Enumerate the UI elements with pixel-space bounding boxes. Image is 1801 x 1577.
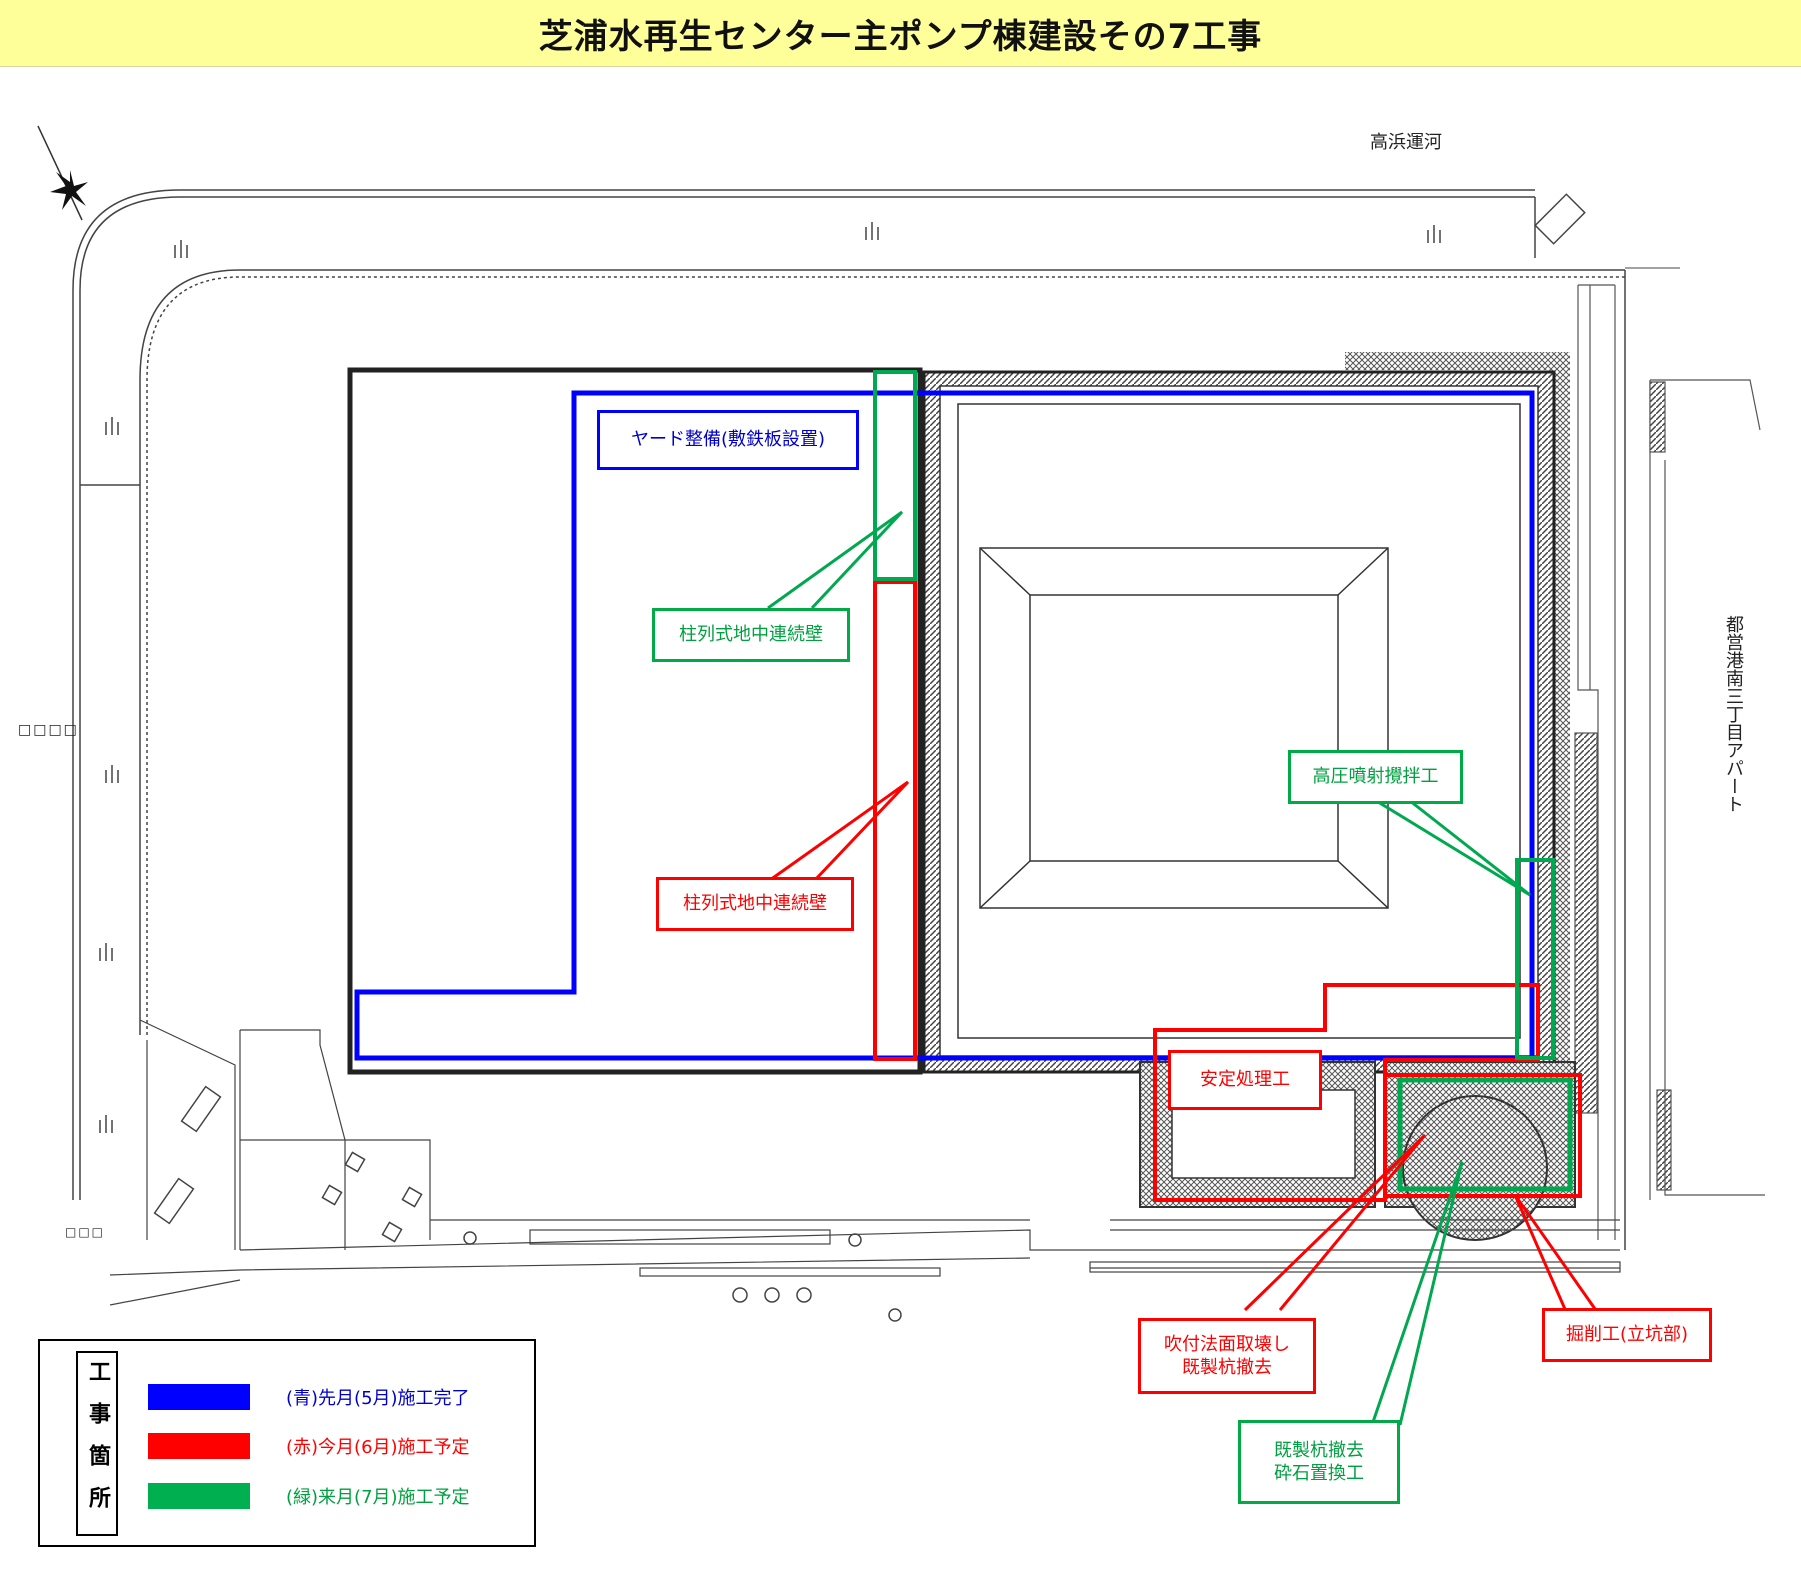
shaft-circle [1402, 1095, 1548, 1241]
green-jet-grout-area [1515, 858, 1555, 1060]
red-shaft-area [1383, 1073, 1582, 1198]
legend-title: 工事箇所 [76, 1351, 118, 1536]
legend-text-blue: (青)先月(5月)施工完了 [286, 1388, 470, 1409]
east-strip [1574, 284, 1765, 1240]
legend: 工事箇所 (青)先月(5月)施工完了 (赤)今月(6月)施工予定 (緑)来月(7… [38, 1339, 536, 1547]
red-pillar-wall-area [873, 580, 917, 1061]
north-arrow-icon [37, 125, 88, 221]
label-pillar-wall-green: 柱列式地中連続壁 [652, 608, 850, 662]
legend-text-red: (赤)今月(6月)施工予定 [286, 1437, 470, 1458]
label-excavation: 掘削工(立坑部) [1542, 1308, 1712, 1362]
label-pile-removal-gravel: 既製杭撤去 砕石置換工 [1238, 1420, 1400, 1504]
left-structure [347, 367, 923, 1075]
site-boundary [72, 189, 1680, 1250]
page-title: 芝浦水再生センター主ポンプ棟建設その7工事 [538, 16, 1263, 57]
legend-item-red: (赤)今月(6月)施工予定 [148, 1433, 470, 1459]
callout-leaders [767, 510, 1602, 1426]
canal-label: 高浜運河 [1370, 132, 1442, 153]
title-bar: 芝浦水再生センター主ポンプ棟建設その7工事 [0, 0, 1801, 67]
label-pillar-wall-red: 柱列式地中連続壁 [656, 877, 854, 931]
north-hatch-strip [1345, 352, 1570, 370]
label-stabilization: 安定処理工 [1168, 1050, 1322, 1110]
canal-marker-icon [1534, 193, 1586, 245]
lower-left-marker-label: □□□ [65, 1225, 106, 1239]
red-lower-right-area [1153, 983, 1540, 1202]
south-boundary [109, 1019, 1621, 1306]
left-marker-label: □□□□ [18, 722, 79, 738]
legend-item-blue: (青)先月(5月)施工完了 [148, 1384, 470, 1410]
legend-item-green: (緑)来月(7月)施工予定 [148, 1483, 470, 1509]
label-yard: ヤード整備(敷鉄板設置) [597, 410, 859, 470]
label-spray-removal: 吹付法面取壊し 既製杭撤去 [1138, 1318, 1316, 1394]
label-high-pressure-jet: 高圧噴射攪拌工 [1288, 750, 1463, 804]
legend-swatch-blue [148, 1384, 250, 1410]
green-pillar-wall-area [873, 370, 917, 581]
green-pile-gravel-area [1397, 1077, 1573, 1192]
apartment-label: 都営港南三丁目アパート [1723, 615, 1744, 813]
decorative-squares [153, 1085, 423, 1243]
tree-circles [463, 1231, 902, 1322]
grass-marks [99, 222, 1441, 1133]
legend-swatch-green [148, 1483, 250, 1509]
legend-text-green: (緑)来月(7月)施工予定 [286, 1487, 470, 1508]
pump-building-roof [979, 547, 1389, 909]
blue-yard-outline [354, 390, 1535, 1061]
legend-swatch-red [148, 1433, 250, 1459]
